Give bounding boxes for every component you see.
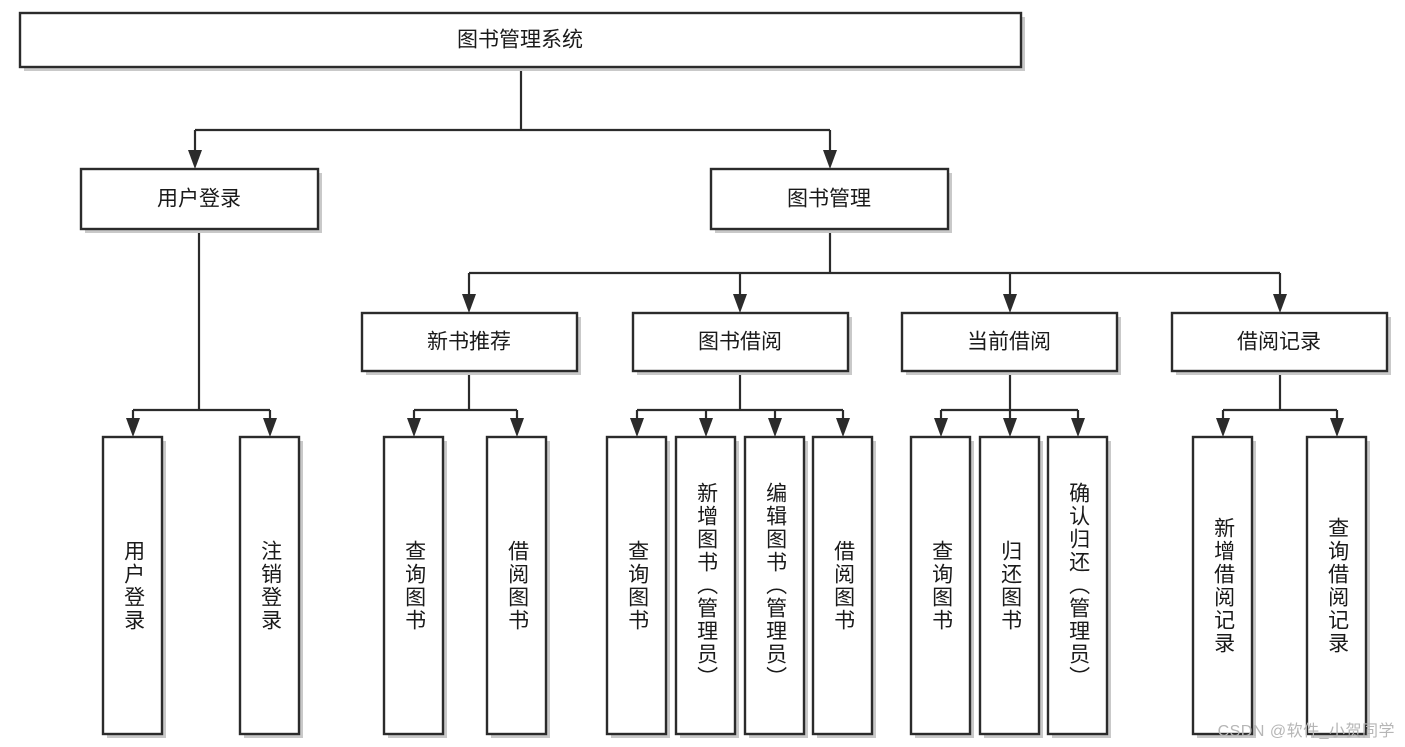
node-leaf-logout-box[interactable] — [238, 435, 301, 736]
node-leaf-cur-return-box[interactable] — [978, 435, 1041, 736]
arrowhead-leaf-cur-query — [934, 418, 948, 437]
arrowhead-current — [1003, 294, 1017, 313]
arrowhead-leaf-user-login — [126, 418, 140, 437]
arrowhead-record — [1273, 294, 1287, 313]
arrowhead-leaf-bb-query — [630, 418, 644, 437]
arrowhead-leaf-bb-borrow — [836, 418, 850, 437]
node-leaf-user-login-box[interactable] — [101, 435, 164, 736]
arrowhead-leaf-bb-edit — [768, 418, 782, 437]
node-leaf-bb-borrow-box[interactable] — [811, 435, 874, 736]
node-leaf-bb-edit-box[interactable] — [743, 435, 806, 736]
node-leaf-cur-query-box[interactable] — [909, 435, 972, 736]
arrowhead-leaf-rec-query — [1330, 418, 1344, 437]
arrowhead-leaf-bb-add — [699, 418, 713, 437]
node-current-borrow-box[interactable] — [900, 311, 1119, 373]
arrowhead-leaf-cur-return — [1003, 418, 1017, 437]
arrowhead-new-book — [462, 294, 476, 313]
node-leaf-nb-query-box[interactable] — [382, 435, 445, 736]
node-leaf-nb-borrow-box[interactable] — [485, 435, 548, 736]
node-borrow-record-label: 借阅记录 — [1237, 331, 1321, 354]
arrowhead-book-mgmt — [823, 150, 837, 169]
csdn-watermark: CSDN @软件_小贺同学 — [1217, 723, 1395, 740]
node-leaf-bb-query-box[interactable] — [605, 435, 668, 736]
arrowhead-borrow — [733, 294, 747, 313]
arrowhead-leaf-cur-confirm — [1071, 418, 1085, 437]
node-book-mgmt-label: 图书管理 — [787, 188, 871, 211]
node-new-book-box[interactable] — [360, 311, 579, 373]
node-leaf-rec-add-box[interactable] — [1191, 435, 1254, 736]
node-leaf-bb-add-box[interactable] — [674, 435, 737, 736]
arrowhead-leaf-nb-query — [407, 418, 421, 437]
connector-layer — [126, 67, 1344, 437]
node-root-box[interactable] — [18, 11, 1023, 69]
node-user-login-label: 用户登录 — [157, 188, 241, 211]
node-leaf-rec-query-box[interactable] — [1305, 435, 1368, 736]
arrowhead-leaf-logout — [263, 418, 277, 437]
node-book-borrow-label: 图书借阅 — [698, 331, 782, 354]
node-new-book-label: 新书推荐 — [427, 331, 511, 354]
node-user-login-box[interactable] — [79, 167, 320, 231]
arrowhead-user-login — [188, 150, 202, 169]
node-root-label: 图书管理系统 — [457, 29, 583, 52]
node-leaf-cur-confirm-box[interactable] — [1046, 435, 1109, 736]
arrowhead-leaf-rec-add — [1216, 418, 1230, 437]
node-book-mgmt-box[interactable] — [709, 167, 950, 231]
arrowhead-leaf-nb-borrow — [510, 418, 524, 437]
node-layer: 图书管理系统 用户登录 图书管理 新书推荐 图书借阅 当前借阅 借阅记录 — [18, 11, 1391, 738]
node-current-borrow-label: 当前借阅 — [967, 331, 1051, 354]
node-borrow-record-box[interactable] — [1170, 311, 1389, 373]
node-book-borrow-box[interactable] — [631, 311, 850, 373]
